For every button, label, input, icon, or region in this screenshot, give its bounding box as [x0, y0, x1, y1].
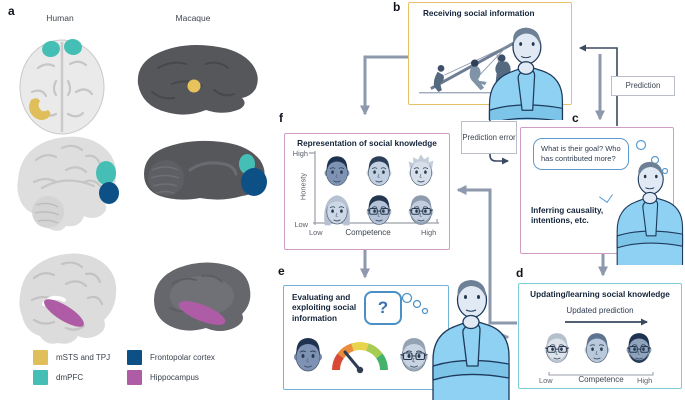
thought-dots-e [401, 292, 429, 315]
human-sagittal-brain-image [17, 136, 119, 231]
legend-label-dmpfc: dmPFC [56, 373, 84, 382]
arrow-prediction-c-to-b [579, 44, 618, 126]
panel-e-box: Evaluating and exploiting social informa… [283, 285, 449, 390]
hippocampus-swatch [127, 370, 142, 385]
hippocampus-region-human [44, 299, 84, 327]
face-updated-low-competence [541, 326, 573, 367]
d-axis-high-label: High [637, 376, 653, 385]
msts-tpj-region [29, 98, 51, 120]
f-x-high-label: High [421, 228, 437, 237]
panel-f-label: f [279, 111, 283, 125]
frontopolar-region-macaque [241, 168, 267, 196]
panel-f-title: Representation of social knowledge [297, 139, 437, 148]
thinking-person-b [477, 20, 573, 120]
macaque-column-header: Macaque [175, 13, 211, 23]
goal-thought-bubble: What is their goal? Who has contributed … [533, 138, 629, 170]
face-updated-mid-competence [581, 326, 613, 367]
hippocampus-region-macaque [178, 301, 226, 325]
updated-prediction-arrow [548, 318, 654, 376]
f-y-high-label: High [292, 149, 308, 158]
arrow-b-to-f [360, 55, 408, 116]
d-axis-label: Competence [578, 375, 624, 384]
panel-d-title: Updating/learning social knowledge [530, 290, 670, 299]
f-y-axis-label: Honesty [298, 172, 308, 201]
thought-dots-c [635, 139, 669, 175]
face-high-honesty-low-competence [321, 150, 353, 189]
panel-f-box: Representation of social knowledge High … [284, 133, 450, 250]
arrow-prediction-error-b-to-c [489, 103, 509, 165]
human-hippocampus-brain-image [19, 253, 117, 344]
legend-label-frontopolar: Frontopolar cortex [150, 353, 215, 362]
panel-a-label: a [8, 4, 15, 18]
f-x-low-label: Low [309, 228, 323, 237]
panel-b-label: b [393, 0, 401, 14]
f-x-axis-label: Competence [345, 228, 391, 237]
dmpfc-region-human [96, 161, 116, 185]
human-axial-brain-image [19, 38, 105, 135]
panel-c-label: c [572, 111, 579, 125]
updated-prediction-label: Updated prediction [566, 306, 634, 315]
msts-region-macaque [187, 79, 201, 93]
macaque-sagittal-brain-image [144, 140, 267, 200]
legend-label-hippocampus: Hippocampus [150, 373, 199, 382]
frontopolar-swatch [127, 350, 142, 365]
competence-bracket [548, 372, 654, 376]
msts-tpj-swatch [33, 350, 48, 365]
arrow-d-to-f [456, 185, 517, 325]
question-mark-box: ? [364, 291, 402, 325]
panel-e-title: Evaluating and exploiting social informa… [292, 293, 357, 323]
panel-b-title: Receiving social information [423, 9, 535, 18]
human-column-header: Human [46, 13, 74, 23]
panel-d-label: d [516, 266, 524, 280]
panel-e-label: e [278, 264, 285, 278]
dmpfc-swatch [33, 370, 48, 385]
trust-gauge-meter [328, 336, 392, 374]
question-mark-icon: ? [377, 298, 389, 317]
macaque-hippocampus-brain-image [154, 262, 251, 331]
panel-d-box: Updating/learning social knowledge Updat… [518, 283, 682, 389]
f-y-low-label: Low [294, 220, 308, 229]
prediction-label: Prediction [611, 76, 675, 96]
face-low-honesty-low-competence [321, 189, 353, 228]
prediction-error-label: Prediction error [461, 121, 517, 154]
thinking-person-e [420, 272, 520, 400]
face-low-honesty-mid-competence [363, 189, 395, 228]
face-high-honesty-high-competence [405, 150, 437, 189]
d-axis-low-label: Low [539, 376, 553, 385]
macaque-lateral-brain-image [137, 45, 258, 115]
face-updated-high-competence [623, 326, 655, 367]
frontopolar-region-human [99, 182, 119, 204]
panel-c-box: What is their goal? Who has contributed … [520, 127, 674, 254]
panel-c-caption: Inferring causality, intentions, etc. [531, 206, 604, 226]
face-low-honesty-high-competence [405, 189, 437, 228]
face-high-honesty-mid-competence [363, 150, 395, 189]
thinking-person-c [606, 155, 685, 265]
face-evaluated-left [290, 330, 326, 376]
legend-label-msts-tpj: mSTS and TPJ [56, 353, 111, 362]
